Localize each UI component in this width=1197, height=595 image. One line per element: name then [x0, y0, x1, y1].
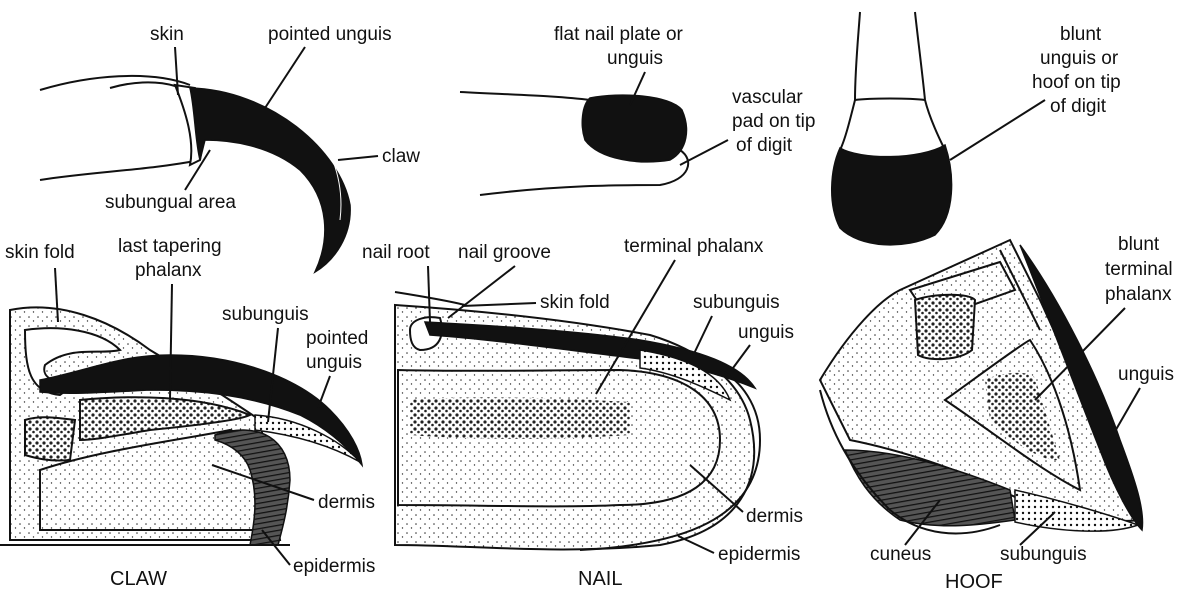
- hoof-external-figure: [832, 12, 952, 245]
- label-cuneus: cuneus: [870, 544, 931, 565]
- hoof-external-labels: blunt unguis or hoof on tip of digit: [950, 24, 1121, 160]
- label-blunt-terminal-1: blunt: [1118, 234, 1160, 255]
- label-last-tapering-2: phalanx: [135, 260, 202, 281]
- label-nail-subunguis: subunguis: [693, 292, 780, 313]
- label-hoof-unguis: unguis: [1118, 364, 1174, 385]
- label-claw-subunguis: subunguis: [222, 304, 309, 325]
- label-flat-nail-plate-1: flat nail plate or: [554, 24, 684, 45]
- label-nail-epidermis: epidermis: [718, 544, 800, 565]
- label-blunt-unguis-3: hoof on tip: [1032, 72, 1121, 93]
- label-blunt-terminal-2: terminal: [1105, 259, 1173, 280]
- label-last-tapering-1: last tapering: [118, 236, 222, 257]
- label-vascular-pad-1: vascular: [732, 87, 803, 108]
- label-claw-dermis: dermis: [318, 492, 375, 513]
- label-blunt-terminal-3: phalanx: [1105, 284, 1172, 305]
- label-subungual-area: subungual area: [105, 192, 236, 213]
- label-claw-skin-fold: skin fold: [5, 242, 75, 263]
- label-skin: skin: [150, 24, 184, 45]
- label-claw-pointed-unguis-2: unguis: [306, 352, 362, 373]
- label-nail-unguis: unguis: [738, 322, 794, 343]
- label-terminal-phalanx: terminal phalanx: [624, 236, 764, 257]
- nail-external-figure: [460, 92, 688, 195]
- hoof-section-figure: [820, 240, 1143, 533]
- label-claw-epidermis: epidermis: [293, 556, 375, 577]
- label-vascular-pad-2: pad on tip: [732, 111, 815, 132]
- label-pointed-unguis-top: pointed unguis: [268, 24, 392, 45]
- label-nail-groove: nail groove: [458, 242, 551, 263]
- label-blunt-unguis-4: of digit: [1050, 96, 1107, 117]
- label-nail-dermis: dermis: [746, 506, 803, 527]
- label-blunt-unguis-1: blunt: [1060, 24, 1102, 45]
- label-flat-nail-plate-2: unguis: [607, 48, 663, 69]
- label-claw: claw: [382, 146, 420, 167]
- label-blunt-unguis-2: unguis or: [1040, 48, 1119, 69]
- hoof-horn: [832, 145, 952, 245]
- nail-plate: [582, 95, 686, 162]
- label-hoof-subunguis: subunguis: [1000, 544, 1087, 565]
- label-nail-skin-fold: skin fold: [540, 292, 610, 313]
- caption-nail: NAIL: [578, 568, 622, 590]
- label-claw-pointed-unguis-1: pointed: [306, 328, 368, 349]
- caption-claw: CLAW: [110, 568, 167, 590]
- label-vascular-pad-3: of digit: [736, 135, 793, 156]
- caption-hoof: HOOF: [945, 571, 1003, 593]
- label-nail-root: nail root: [362, 242, 430, 263]
